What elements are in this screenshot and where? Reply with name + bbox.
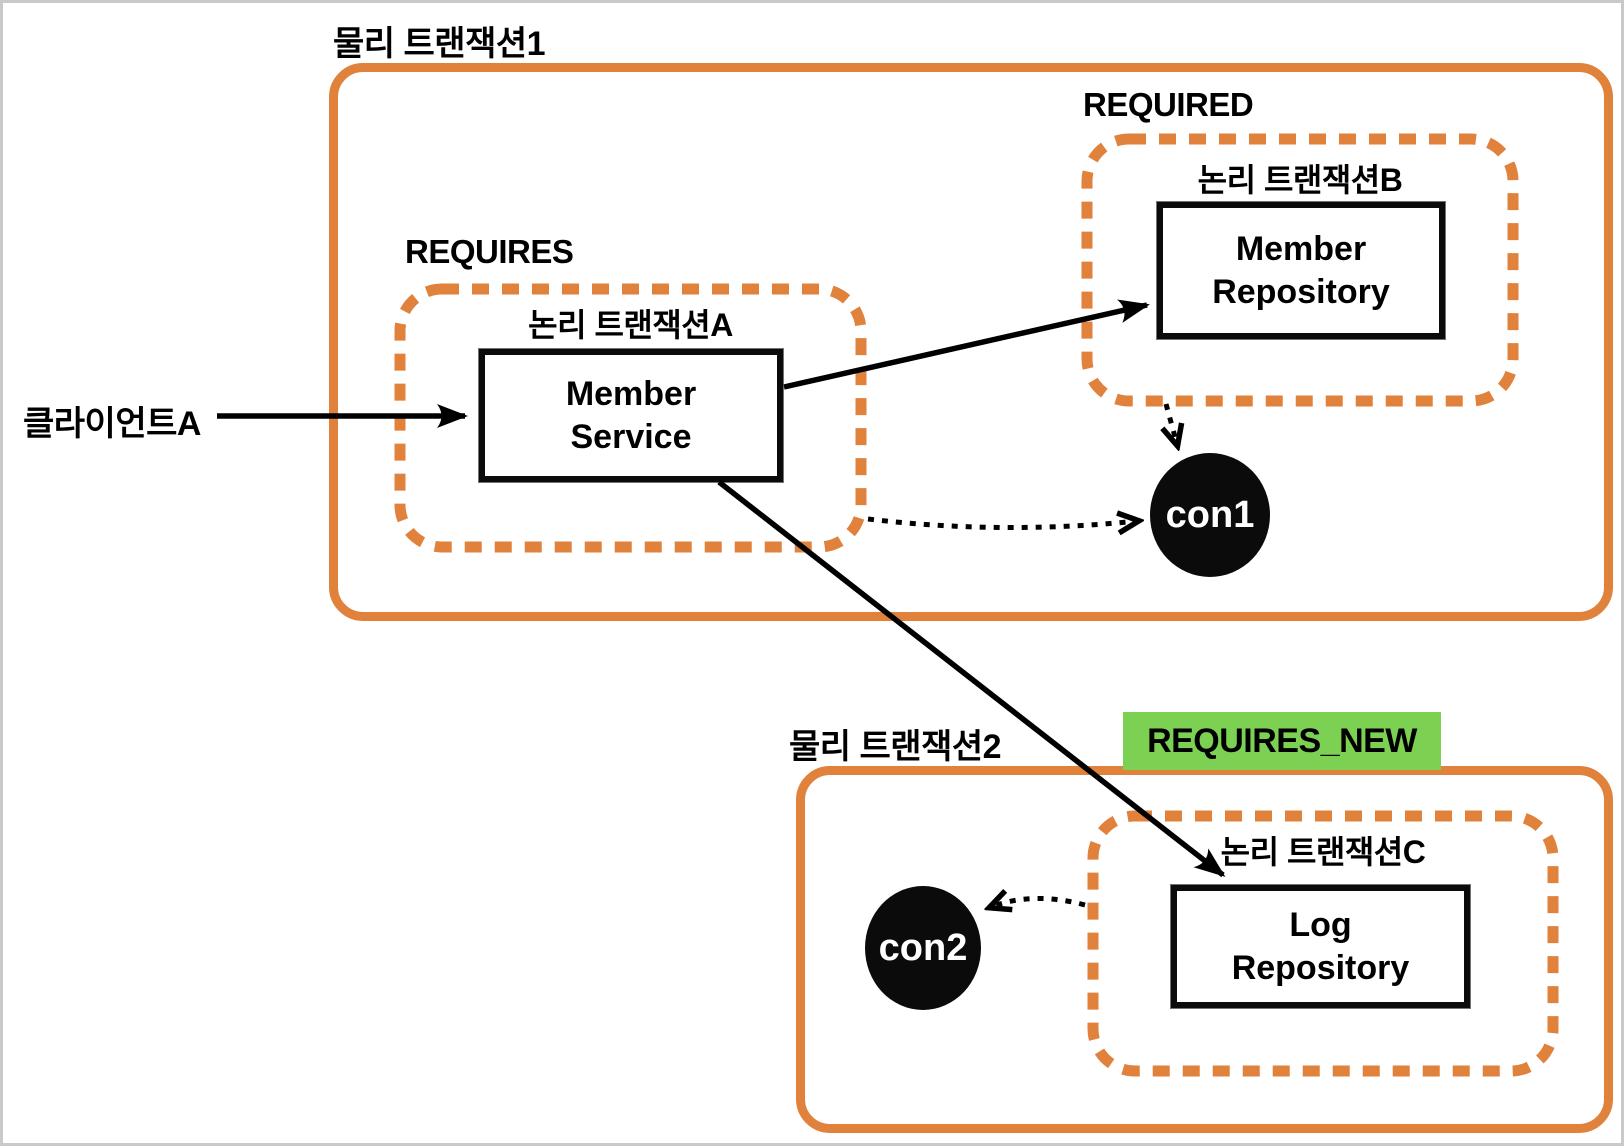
physical-tx1-title: 물리 트랜잭션1	[333, 25, 546, 63]
logical-tx-c-title: 논리 트랜잭션C	[1220, 834, 1426, 870]
physical-tx2-title: 물리 트랜잭션2	[789, 728, 1002, 766]
log-repository-box: Log Repository	[1171, 885, 1470, 1008]
logical-tx-a-title: 논리 트랜잭션A	[528, 307, 733, 343]
member-repository-box: Member Repository	[1157, 202, 1445, 339]
connection-con2: con2	[865, 886, 981, 1010]
member-repository-line2: Repository	[1212, 272, 1390, 311]
member-service-line2: Service	[570, 417, 692, 456]
connection-con1: con1	[1150, 453, 1270, 577]
member-service-line1: Member	[565, 374, 697, 413]
logical-tx-b-title: 논리 트랜잭션B	[1197, 162, 1403, 198]
log-repository-line2: Repository	[1231, 948, 1410, 987]
required-propagation-label: REQUIRED	[1083, 86, 1254, 123]
requires-propagation-label: REQUIRES	[405, 233, 574, 270]
con2-label: con2	[878, 926, 968, 969]
requires-new-highlight: REQUIRES_NEW	[1123, 712, 1441, 770]
member-repository-line1: Member	[1235, 229, 1367, 268]
member-service-box: Member Service	[479, 349, 783, 482]
client-a-label: 클라이언트A	[23, 405, 201, 443]
log-repository-line1: Log	[1289, 905, 1352, 944]
con1-label: con1	[1165, 493, 1255, 536]
